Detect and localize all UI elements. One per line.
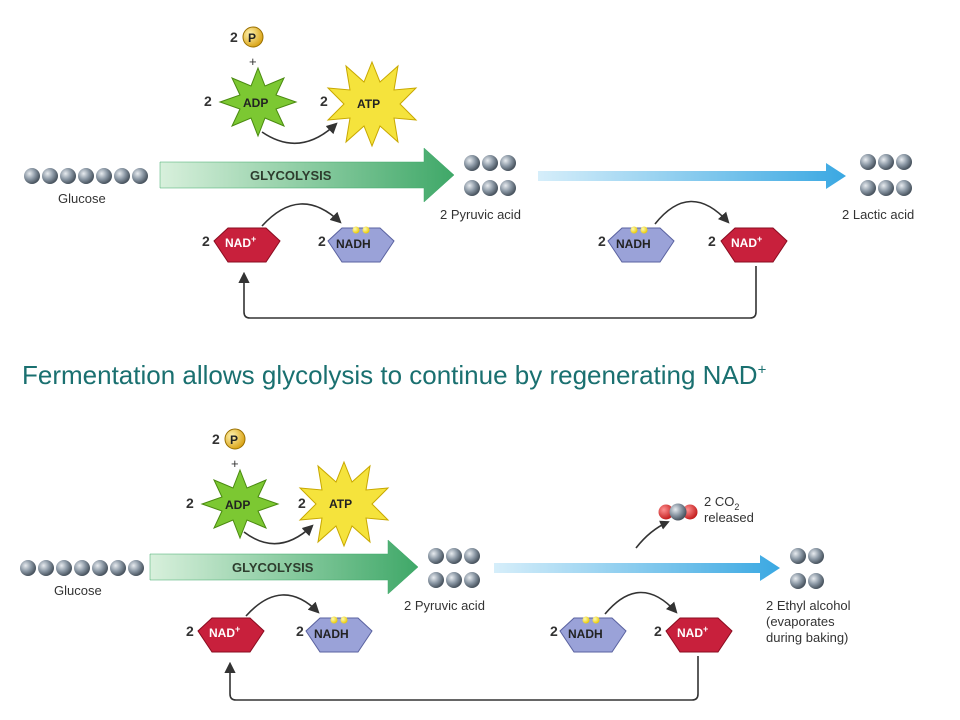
fermentation-arrow — [538, 163, 846, 189]
electron-dot-icon — [582, 616, 590, 624]
nad-plus-hexagon-icon — [213, 227, 281, 263]
nad-plus-hexagon-icon — [720, 227, 788, 263]
glycolysis-label: GLYCOLYSIS — [250, 168, 332, 183]
adp-starburst-icon — [200, 468, 280, 540]
nad-plus-hexagon-icon — [665, 617, 733, 653]
adp-to-atp-arrow — [261, 122, 338, 144]
glycolysis-label: GLYCOLYSIS — [232, 560, 314, 575]
nadh-right-label: NADH — [568, 627, 603, 641]
adp-count: 2 — [186, 495, 194, 511]
electron-dot-icon — [640, 226, 648, 234]
co2-release-arrow — [635, 520, 670, 549]
phosphate-count: 2 — [230, 29, 238, 45]
lactic-acid-molecules — [860, 154, 912, 196]
atp-count: 2 — [298, 495, 306, 511]
atp-starburst-icon — [298, 460, 390, 548]
glucose-label: Glucose — [58, 191, 106, 206]
adp-starburst-icon — [218, 66, 298, 138]
glycolysis-arrow — [149, 539, 419, 595]
electron-dot-icon — [330, 616, 338, 624]
nad-right-count: 2 — [708, 233, 716, 249]
figure-caption: Fermentation allows glycolysis to contin… — [22, 360, 766, 391]
atp-count: 2 — [320, 93, 328, 109]
electron-dot-icon — [340, 616, 348, 624]
nadh-hexagon-icon — [327, 227, 395, 263]
phosphate-icon — [224, 428, 246, 450]
atp-label: ATP — [357, 97, 380, 111]
ethyl-alcohol-note-1: (evaporates — [766, 614, 835, 629]
nadh-hexagon-icon — [607, 227, 675, 263]
co2-released-label: released — [704, 510, 754, 525]
nad-recycle-loop-arrow — [238, 266, 757, 319]
glycolysis-arrow — [159, 147, 455, 203]
phosphate-symbol: P — [248, 31, 256, 45]
electron-dot-icon — [352, 226, 360, 234]
ethyl-alcohol-label: 2 Ethyl alcohol — [766, 598, 851, 613]
ethyl-alcohol-molecules — [790, 548, 824, 589]
nad-to-nadh-arrow — [245, 594, 320, 617]
adp-label: ADP — [243, 96, 268, 110]
nadh-left-label: NADH — [314, 627, 349, 641]
nadh-left-count: 2 — [318, 233, 326, 249]
nad-left-count: 2 — [202, 233, 210, 249]
adp-count: 2 — [204, 93, 212, 109]
lactic-acid-label: 2 Lactic acid — [842, 207, 914, 222]
nadh-hexagon-icon — [559, 617, 627, 653]
nadh-to-nad-arrow — [604, 591, 678, 615]
nadh-to-nad-arrow — [654, 200, 730, 225]
nad-to-nadh-arrow — [261, 203, 342, 227]
phosphate-count: 2 — [212, 431, 220, 447]
electron-dot-icon — [630, 226, 638, 234]
nad-right-label: NAD+ — [677, 624, 708, 640]
electron-dot-icon — [592, 616, 600, 624]
plus-sign: + — [231, 456, 239, 471]
electron-dot-icon — [362, 226, 370, 234]
nad-left-label: NAD+ — [225, 234, 256, 250]
caption-superscript: + — [757, 361, 767, 379]
atp-starburst-icon — [326, 60, 418, 148]
caption-text: Fermentation allows glycolysis to contin… — [22, 360, 758, 390]
pyruvic-acid-label: 2 Pyruvic acid — [440, 207, 521, 222]
adp-to-atp-arrow — [243, 524, 314, 545]
alcohol-fermentation-diagram: 2 P + 2 ADP 2 ATP Glucose GLYCOLYSIS — [20, 428, 851, 701]
nad-left-count: 2 — [186, 623, 194, 639]
nadh-left-count: 2 — [296, 623, 304, 639]
nadh-left-label: NADH — [336, 237, 371, 251]
lactic-fermentation-diagram: 2 P + 2 ADP 2 ATP Glucose GLYCOLYSIS — [24, 26, 914, 319]
nad-left-label: NAD+ — [209, 624, 240, 640]
glucose-molecule — [24, 168, 148, 184]
nad-right-label: NAD+ — [731, 234, 762, 250]
pyruvic-acid-label: 2 Pyruvic acid — [404, 598, 485, 613]
fermentation-arrow — [494, 555, 780, 581]
atp-label: ATP — [329, 497, 352, 511]
nad-recycle-loop-arrow — [224, 656, 699, 701]
nadh-right-label: NADH — [616, 237, 651, 251]
nadh-right-count: 2 — [550, 623, 558, 639]
pyruvic-acid-molecules — [428, 548, 480, 588]
nad-right-count: 2 — [654, 623, 662, 639]
phosphate-symbol: P — [230, 433, 238, 447]
pyruvic-acid-molecules — [464, 155, 516, 196]
co2-molecule-icon — [658, 503, 698, 521]
plus-sign: + — [249, 54, 257, 69]
adp-label: ADP — [225, 498, 250, 512]
nadh-right-count: 2 — [598, 233, 606, 249]
ethyl-alcohol-note-2: during baking) — [766, 630, 848, 645]
nad-plus-hexagon-icon — [197, 617, 265, 653]
phosphate-icon — [242, 26, 264, 48]
co2-label: 2 CO2 — [704, 494, 739, 512]
glucose-label: Glucose — [54, 583, 102, 598]
glucose-molecule — [20, 560, 144, 576]
nadh-hexagon-icon — [305, 617, 373, 653]
